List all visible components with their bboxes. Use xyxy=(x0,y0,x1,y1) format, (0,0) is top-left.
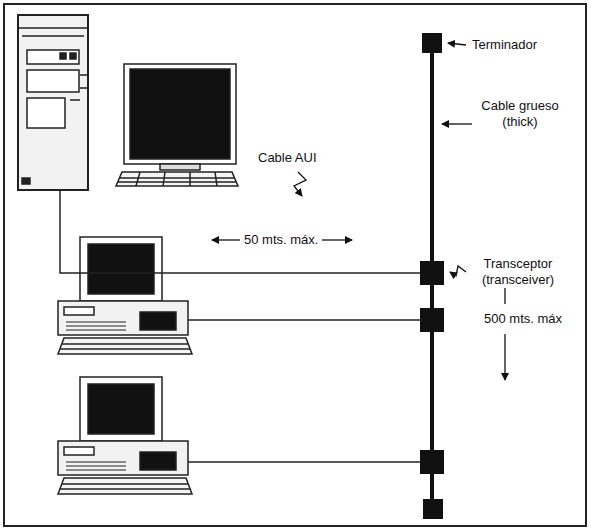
part-label: Terminador xyxy=(470,37,539,53)
server-tower xyxy=(27,98,65,128)
leader-arrow xyxy=(212,43,505,380)
leader-arrow xyxy=(212,239,240,240)
leader-arrow xyxy=(448,43,466,45)
workstation xyxy=(58,441,188,475)
workstation xyxy=(140,452,176,470)
transceiver xyxy=(420,261,444,285)
leader-arrow xyxy=(504,334,505,380)
drop-cable xyxy=(188,319,421,321)
workstation xyxy=(66,462,126,470)
workstation xyxy=(60,488,190,490)
workstation xyxy=(66,322,126,330)
transceiver xyxy=(420,450,444,474)
server-monitor xyxy=(116,64,238,186)
terminator xyxy=(423,499,443,519)
workstation xyxy=(64,447,94,455)
workstation xyxy=(88,244,154,294)
server-tower xyxy=(22,35,84,37)
server-tower xyxy=(70,53,76,59)
server-monitor xyxy=(130,69,230,159)
server-tower xyxy=(80,74,88,76)
part-label: Transceptor (transceiver) xyxy=(468,256,568,288)
workstation xyxy=(58,338,192,354)
drop-cable xyxy=(60,190,421,462)
server-monitor xyxy=(189,172,191,186)
leader-arrow xyxy=(450,266,466,276)
server-monitor xyxy=(160,164,200,170)
workstation xyxy=(58,478,192,494)
transceiver xyxy=(420,308,444,332)
part-label: Cable AUI xyxy=(256,150,319,166)
frame xyxy=(4,4,586,526)
terminator xyxy=(422,33,442,53)
server-tower xyxy=(18,15,88,190)
server-tower xyxy=(18,27,88,29)
server-monitor xyxy=(120,177,234,179)
workstation xyxy=(80,237,162,301)
workstation xyxy=(64,307,94,315)
server-monitor xyxy=(136,172,140,186)
workstation xyxy=(58,377,192,494)
workstation xyxy=(58,237,192,354)
workstation xyxy=(62,483,188,485)
leader-arrow xyxy=(294,172,306,196)
leader-arrow xyxy=(322,239,352,240)
workstation xyxy=(140,312,176,330)
workstation xyxy=(58,301,188,335)
server-tower xyxy=(70,99,80,101)
workstation xyxy=(62,343,188,345)
part-label: Cable grueso (thick) xyxy=(472,98,568,130)
server-monitor xyxy=(215,172,217,186)
dimension-label: 50 mts. máx. xyxy=(242,232,320,248)
server-monitor xyxy=(118,181,236,183)
workstation xyxy=(80,377,162,441)
server-monitor xyxy=(163,172,165,186)
server-tower xyxy=(60,53,66,59)
server-tower xyxy=(80,87,88,89)
drop-cable xyxy=(188,461,421,463)
server-monitor xyxy=(116,172,238,186)
server-tower xyxy=(27,50,79,64)
dimension-label: 500 mts. máx xyxy=(482,311,564,327)
workstation xyxy=(60,348,190,350)
drop-cable xyxy=(60,190,421,273)
leader-arrow xyxy=(442,123,474,124)
server-monitor xyxy=(124,64,236,164)
server-tower xyxy=(22,178,30,184)
workstation xyxy=(88,384,154,434)
server-tower xyxy=(18,15,88,190)
server-tower xyxy=(27,70,79,92)
